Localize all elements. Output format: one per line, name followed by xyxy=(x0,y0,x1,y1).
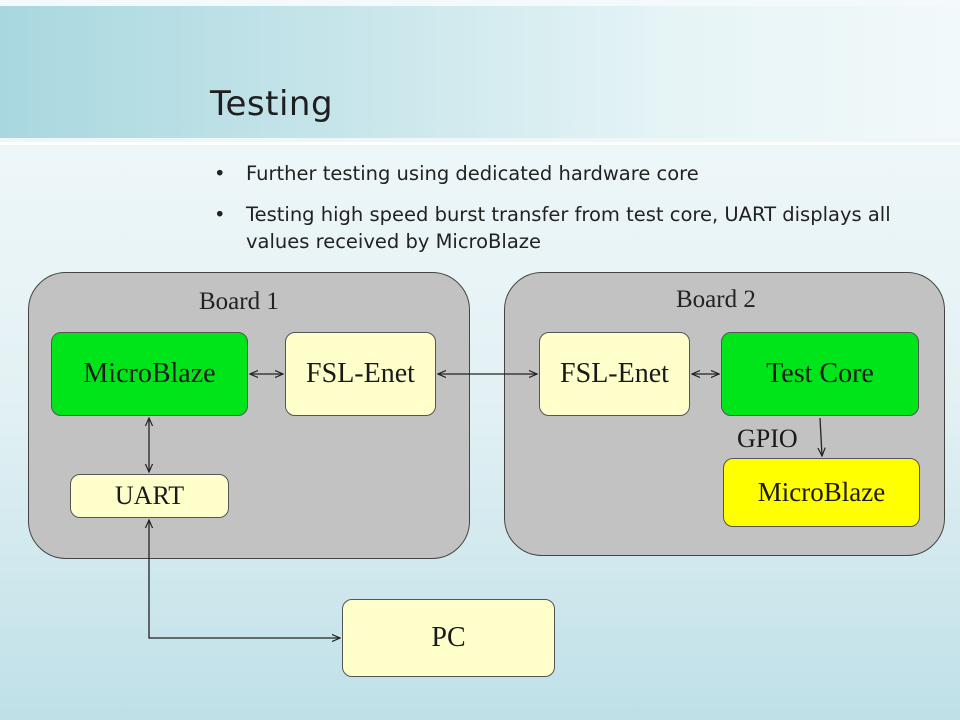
board-2-fsl-enet-block: FSL-Enet xyxy=(539,332,690,416)
header-band xyxy=(0,6,960,138)
board-2-microblaze-block: MicroBlaze xyxy=(723,458,920,527)
bullet-item: Further testing using dedicated hardware… xyxy=(214,160,914,187)
pc-block: PC xyxy=(342,599,555,677)
board-1-uart-block: UART xyxy=(70,474,229,518)
slide-title: Testing xyxy=(210,84,334,124)
board-2-test-core-block: Test Core xyxy=(721,332,919,416)
header-divider xyxy=(0,142,960,145)
uart-pc-arrow xyxy=(149,520,340,638)
bullet-item: Testing high speed burst transfer from t… xyxy=(214,201,914,255)
board-1-fsl-enet-block: FSL-Enet xyxy=(285,332,436,416)
gpio-label: GPIO xyxy=(737,424,798,453)
board-1-microblaze-block: MicroBlaze xyxy=(51,332,248,416)
gpio-arrow xyxy=(820,417,822,456)
board-1-label: Board 1 xyxy=(199,288,279,315)
bullet-list: Further testing using dedicated hardware… xyxy=(214,160,914,269)
board-2-label: Board 2 xyxy=(676,286,756,313)
